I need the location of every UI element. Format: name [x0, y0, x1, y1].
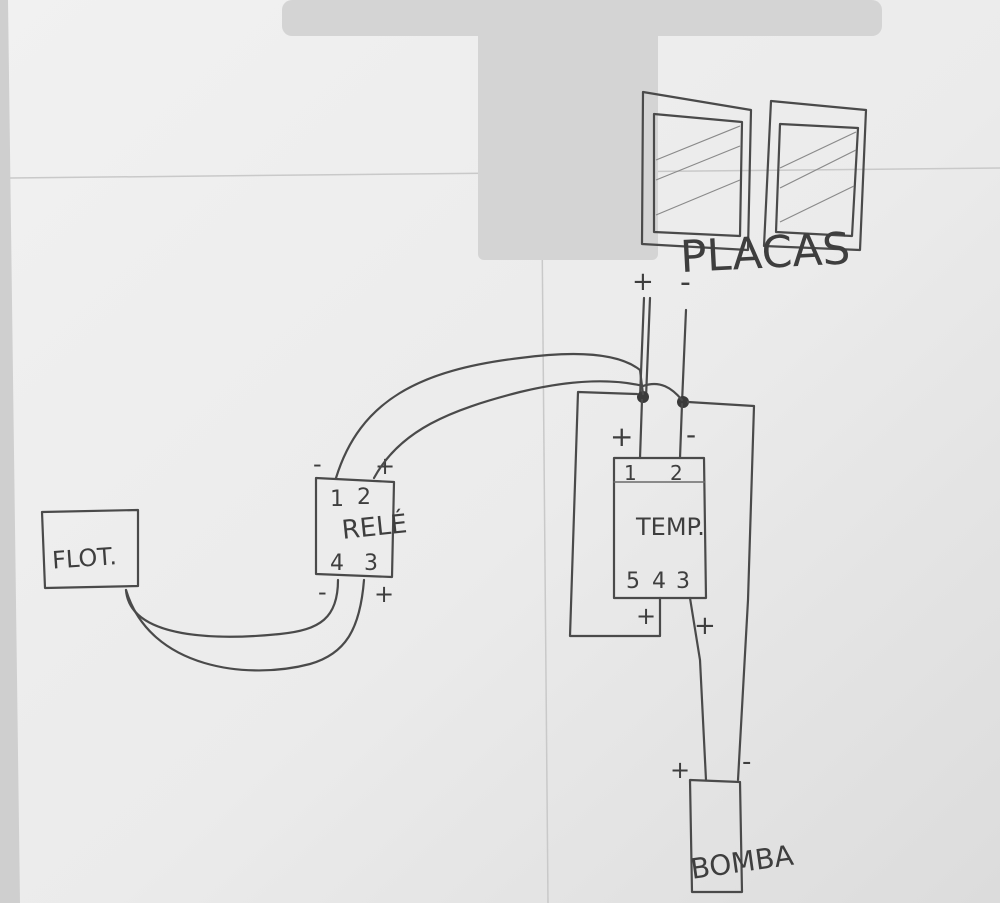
- bomba-pos-sign: +: [670, 756, 690, 784]
- paper-sheet: [8, 0, 1000, 903]
- wire-flot-to-rele-neg: [124, 578, 340, 638]
- wire-flot-to-rele-pos: [124, 578, 366, 672]
- wire-temp-loop-left: [568, 390, 662, 638]
- flot-box: [40, 508, 140, 590]
- panel-left-inner: [652, 112, 744, 238]
- rele-pin2: 2: [357, 485, 371, 510]
- panel-left: [640, 90, 753, 252]
- placas-label: PLACAS: [679, 223, 852, 283]
- temp-pin2: 2: [670, 461, 683, 485]
- bomba-box: [688, 778, 744, 894]
- panel-right: [762, 99, 868, 252]
- wire-junction-to-temp2: [678, 402, 684, 460]
- rele-pin4: 4: [330, 551, 344, 576]
- redaction-center: [478, 20, 658, 260]
- rele-bot-pos: +: [374, 580, 394, 608]
- temp-bot-pos-left: +: [636, 602, 656, 630]
- rele-top-neg: -: [313, 450, 322, 478]
- junction-pos: [637, 391, 649, 403]
- rele-box: [314, 476, 396, 579]
- wire-placas-neg: [680, 308, 688, 405]
- temp-bot-pos-right: +: [694, 611, 716, 641]
- rele-pin3: 3: [364, 551, 378, 576]
- panel-right-inner: [774, 122, 860, 238]
- temp-pin1: 1: [624, 461, 637, 485]
- redaction-top: [282, 0, 882, 36]
- temp-label: TEMP.: [635, 513, 705, 541]
- placas-panels: [640, 90, 868, 252]
- temp-box: [612, 456, 708, 600]
- wire-junction-to-temp1: [638, 398, 644, 460]
- flot-label: FLOT.: [51, 542, 117, 574]
- wire-temp3-to-bomba: [688, 596, 708, 782]
- placas-neg-sign: -: [680, 265, 691, 300]
- temp-top-pos: +: [610, 420, 633, 453]
- temp-pin4: 4: [652, 569, 666, 594]
- rele-pin1: 1: [330, 487, 344, 512]
- wire-neg-to-bomba: [686, 400, 756, 782]
- bomba-neg-sign: -: [742, 747, 751, 777]
- wire-rele-to-junction-inner: [372, 380, 645, 480]
- placas-pos-sign: +: [632, 267, 654, 297]
- temp-pin3: 3: [676, 569, 690, 594]
- wire-rele-to-junction-outer: [334, 352, 645, 480]
- temp-pin5: 5: [626, 569, 640, 594]
- rele-bot-neg: -: [318, 578, 327, 606]
- rele-top-pos: +: [375, 452, 395, 480]
- temp-top-neg: -: [686, 418, 696, 451]
